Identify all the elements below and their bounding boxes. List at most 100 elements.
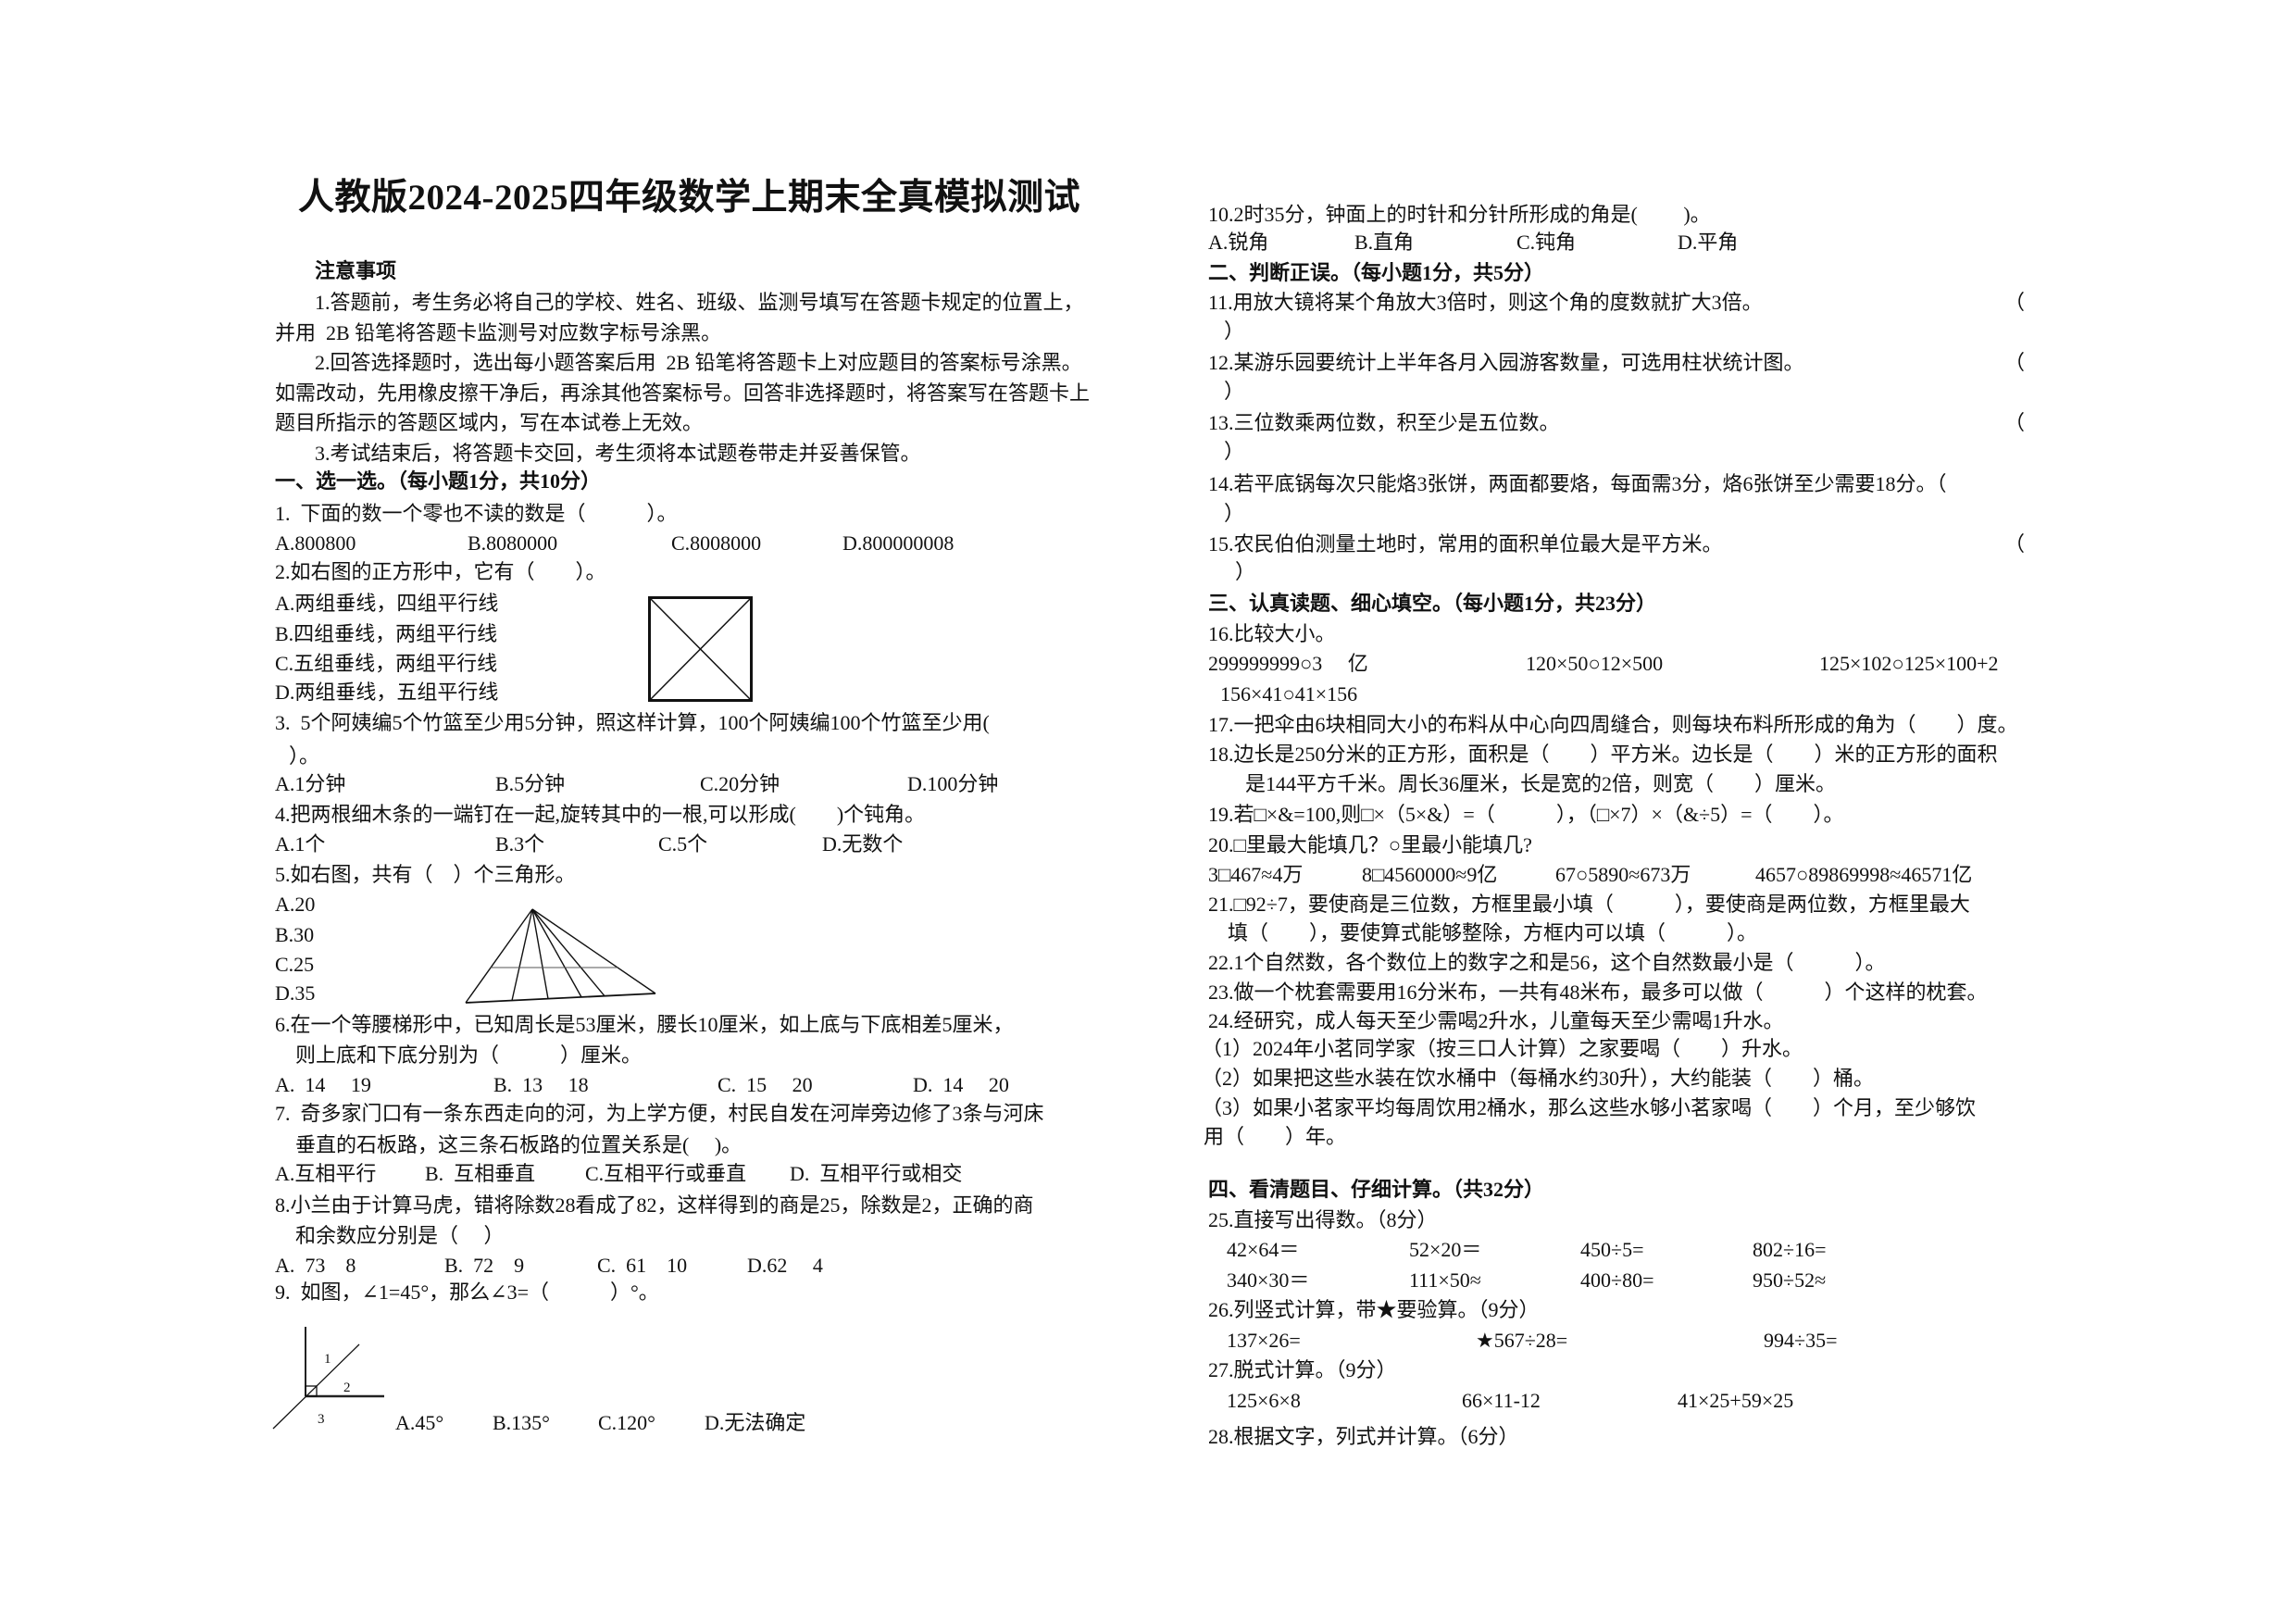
notice-heading: 注意事项 [315,259,397,282]
q25-oral-item: 52×20＝ [1409,1238,1482,1261]
q27-stepwise-item: 125×6×8 [1227,1389,1301,1412]
question-11-stem: 11.用放大镜将某个角放大3倍时，则这个角的度数就扩大3倍。 [1208,291,1763,314]
q1-option-c: C.8008000 [671,531,762,555]
question-26-stem: 26.列竖式计算，带★要验算。（9分） [1208,1298,1540,1321]
notice-line: 如需改动，先用橡皮擦干净后，再涂其他答案标号。回答非选择题时，将答案写在答题卡上 [275,381,1091,405]
q1-option-b: B.8080000 [468,531,558,555]
q20-estimate-item: 8□4560000≈9亿 [1362,863,1498,886]
q2-option-c: C.五组垂线，两组平行线 [275,652,498,675]
q5-option-c: C.25 [275,953,315,976]
square-diagonals-figure [648,596,753,702]
q27-stepwise-item: 41×25+59×25 [1678,1389,1794,1412]
q6-option-b: B. 13 18 [493,1073,589,1096]
question-10-stem: 10.2时35分，钟面上的时针和分针所形成的角是( )。 [1208,203,1711,226]
question-23-stem: 23.做一个枕套需要用16分米布，一共有48米布，最多可以做（ ）个这样的枕套。 [1208,981,1988,1004]
q5-option-a: A.20 [275,893,316,916]
q7-option-a: A.互相平行 [275,1162,377,1185]
q14-answer-paren-close: ） [1224,502,1245,525]
question-24-stem: 24.经研究，成人每天至少需喝2升水，儿童每天至少需喝1升水。 [1208,1009,1784,1032]
q8-option-a: A. 73 8 [275,1254,356,1277]
q4-option-c: C.5个 [658,832,708,856]
q20-estimate-item: 4657○89869998≈46571亿 [1755,863,1973,886]
q16-compare-item: 156×41○41×156 [1220,682,1358,706]
section-3-heading: 三、认真读题、细心填空。（每小题1分，共23分） [1208,592,1657,615]
question-3-stem: 3. 5个阿姨编5个竹篮至少用5分钟，照这样计算，100个阿姨编100个竹篮至少… [275,711,990,734]
q11-answer-paren-open: （ [2004,291,2026,314]
question-8-stem: 8.小兰由于计算马虎，错将除数28看成了82，这样得到的商是25，除数是2，正确… [275,1193,1034,1217]
notice-line: 并用 2B 铅笔将答题卡监测号对应数字标号涂黑。 [275,321,722,344]
q15-answer-paren-open: （ [2004,532,2026,556]
q8-option-c: C. 61 10 [597,1254,688,1277]
q25-oral-item: 802÷16= [1753,1238,1827,1261]
triangle-count-figure [465,908,656,1004]
q9-option-c: C.120° [598,1411,655,1434]
q13-answer-paren-close: ） [1224,440,1245,463]
q2-option-d: D.两组垂线，五组平行线 [275,681,499,704]
question-2-stem: 2.如右图的正方形中，它有（ ）。 [275,560,606,583]
q8-option-b: B. 72 9 [444,1254,525,1277]
q3-option-b: B.5分钟 [495,772,566,795]
question-7-stem-cont: 垂直的石板路，这三条石板路的位置关系是( )。 [295,1133,742,1156]
question-12-stem: 12.某游乐园要统计上半年各月入园游客数量，可选用柱状统计图。 [1208,351,1804,374]
question-25-stem: 25.直接写出得数。（8分） [1208,1208,1438,1231]
notice-line: 题目所指示的答题区域内，写在本试卷上无效。 [275,411,704,434]
q1-option-d: D.800000008 [842,531,955,555]
q4-option-d: D.无数个 [822,832,904,856]
angle-label-1: 1 [324,1352,331,1367]
q4-option-b: B.3个 [495,832,545,856]
angle-label-3: 3 [318,1412,325,1427]
q8-option-d: D.62 4 [747,1254,823,1277]
q7-option-c: C.互相平行或垂直 [585,1162,747,1185]
q24-subquestion-2: （2）如果把这些水装在饮水桶中（每桶水约30升），大约能装（ ）桶。 [1202,1067,1875,1090]
q26-vertical-item: 994÷35= [1764,1329,1838,1352]
q2-option-b: B.四组垂线，两组平行线 [275,622,498,645]
q25-oral-item: 340×30＝ [1227,1268,1310,1292]
q3-option-a: A.1分钟 [275,772,346,795]
question-17-stem: 17.一把伞由6块相同大小的布料从中心向四周缝合，则每块布料所形成的角为（ ）度… [1208,713,2018,736]
question-21-stem-cont: 填（ ），要使算式能够整除，方框内可以填（ ）。 [1228,921,1758,944]
q25-oral-item: 42×64＝ [1227,1238,1300,1261]
q24-subquestion-1: （1）2024年小茗同学家（按三口人计算）之家要喝（ ）升水。 [1202,1037,1803,1060]
question-7-stem: 7. 奇多家门口有一条东西走向的河，为上学方便，村民自发在河岸旁边修了3条与河床 [275,1102,1044,1125]
q27-stepwise-item: 66×11-12 [1462,1389,1541,1412]
section-1-heading: 一、选一选。（每小题1分，共10分） [275,469,602,493]
question-27-stem: 27.脱式计算。（9分） [1208,1358,1397,1381]
question-1-stem: 1. 下面的数一个零也不读的数是（ ）。 [275,502,678,525]
q25-oral-item: 450÷5= [1580,1238,1644,1261]
section-2-heading: 二、判断正误。（每小题1分，共5分） [1208,261,1545,284]
question-20-stem: 20.□里最大能填几？○里最小能填几? [1208,833,1532,856]
q13-answer-paren-open: （ [2004,411,2026,434]
q11-answer-paren-close: ） [1224,319,1245,343]
q4-option-a: A.1个 [275,832,326,856]
angle-label-2: 2 [343,1380,351,1395]
question-19-stem: 19.若□×&=100,则□×（5×&）=（ ），（□×7）×（&÷5）=（ ）… [1208,803,1844,826]
q16-compare-item: 125×102○125×100+2 [1819,652,1999,675]
q9-option-a: A.45° [395,1411,444,1434]
q5-option-b: B.30 [275,923,315,946]
q9-option-b: B.135° [493,1411,550,1434]
q10-option-d: D.平角 [1678,231,1739,254]
q7-option-b: B. 互相垂直 [425,1162,536,1185]
q6-option-c: C. 15 20 [718,1073,813,1096]
q10-option-a: A.锐角 [1208,231,1269,254]
q3-option-c: C.20分钟 [700,772,780,795]
q3-option-d: D.100分钟 [907,772,999,795]
q6-option-a: A. 14 19 [275,1073,371,1096]
question-13-stem: 13.三位数乘两位数，积至少是五位数。 [1208,411,1560,434]
q12-answer-paren-open: （ [2004,351,2026,374]
question-15-stem: 15.农民伯伯测量土地时，常用的面积单位最大是平方米。 [1208,532,1723,556]
q26-vertical-item: 137×26= [1227,1329,1301,1352]
question-21-stem: 21.□92÷7，要使商是三位数，方框里最小填（ ），要使商是两位数，方框里最大 [1208,893,1970,916]
question-6-stem: 6.在一个等腰梯形中，已知周长是53厘米，腰长10厘米，如上底与下底相差5厘米， [275,1013,1014,1036]
q15-answer-paren-close: ） [1235,560,1256,583]
question-4-stem: 4.把两根细木条的一端钉在一起,旋转其中的一根,可以形成( )个钝角。 [275,803,926,826]
question-5-stem: 5.如右图，共有（ ）个三角形。 [275,863,576,886]
section-4-heading: 四、看清题目、仔细计算。（共32分） [1208,1178,1545,1201]
q16-compare-item: 120×50○12×500 [1526,652,1664,675]
q24-subquestion-3: （3）如果小茗家平均每周饮用2桶水，那么这些水够小茗家喝（ ）个月，至少够饮 [1202,1096,1977,1119]
q25-oral-item: 111×50≈ [1409,1268,1481,1292]
q12-answer-paren-close: ） [1224,380,1245,403]
question-18-stem: 18.边长是250分米的正方形，面积是（ ）平方米。边长是（ ）米的正方形的面积 [1208,743,1998,766]
q6-option-d: D. 14 20 [913,1073,1009,1096]
